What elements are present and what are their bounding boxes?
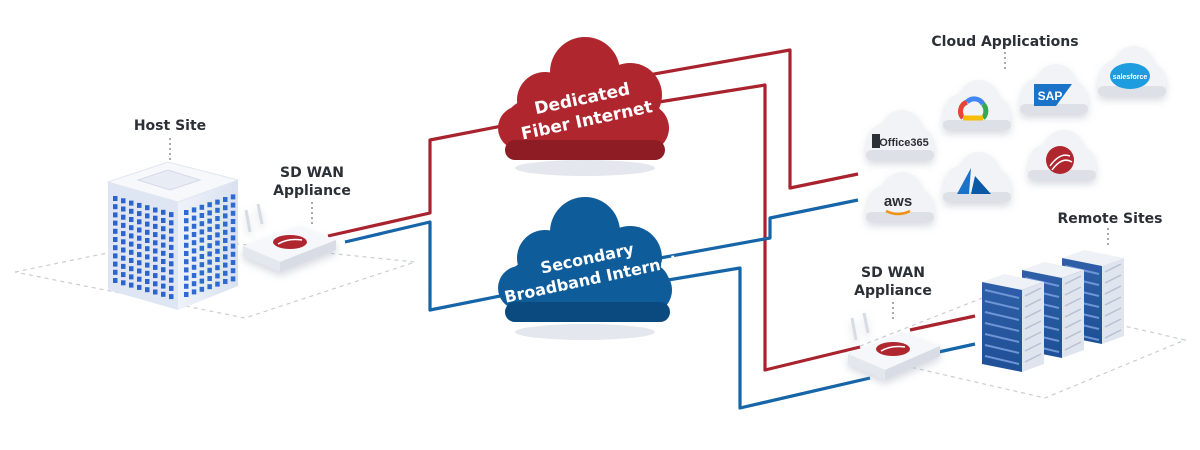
cloud-applications-label: Cloud Applications (931, 34, 1079, 50)
fiber-link-cloud-to-remote (639, 83, 861, 372)
office365-app-cloud: Office365 (866, 110, 934, 160)
salesforce-text: salesforce (1113, 74, 1148, 81)
sd-wan-left-label: SD WAN Appliance (262, 164, 362, 200)
sd-wan-left-line2: Appliance (273, 183, 351, 199)
sd-wan-right-line2: Appliance (854, 283, 932, 299)
host-site-building (106, 161, 240, 310)
remote-site-servers (982, 250, 1124, 372)
gcp-icon (958, 96, 989, 121)
broadband-links (344, 198, 976, 410)
salesforce-icon: salesforce (1110, 63, 1150, 89)
azure-icon (957, 168, 991, 194)
remote-site-platform (842, 294, 1187, 399)
aws-app-cloud: aws (866, 172, 934, 222)
office365-icon: Office365 (872, 134, 929, 149)
sap-app-cloud: SAP (1020, 64, 1088, 114)
broadband-link-cloud-to-remote (649, 266, 871, 410)
leader-lines (169, 52, 1109, 322)
aws-icon: aws (884, 193, 912, 216)
azure-app-cloud (943, 152, 1011, 202)
broadband-link-host-to-cloud (344, 220, 521, 312)
sd-wan-left-line1: SD WAN (280, 165, 344, 181)
aws-text: aws (884, 193, 912, 210)
secondary-broadband-cloud: Secondary Broadband Internet (498, 197, 681, 340)
fiber-link-host-to-cloud (327, 116, 544, 238)
salesforce-app-cloud: salesforce (1098, 46, 1166, 96)
server-rack (982, 274, 1044, 372)
google-cloud-app-cloud (943, 80, 1011, 130)
dedicated-fiber-cloud: Dedicated Fiber Internet (498, 37, 669, 176)
fiber-link-cloud-to-apps (619, 48, 859, 190)
sd-wan-appliance-right (848, 312, 940, 380)
cloud-applications-group: Office365 SAP salesforce aws (866, 46, 1166, 222)
sap-text: SAP (1038, 89, 1063, 103)
mitel-app-cloud (1028, 130, 1096, 180)
broadband-link-cloud-to-apps (659, 198, 859, 260)
office365-text: Office365 (879, 137, 929, 149)
sd-wan-appliance-left (243, 203, 336, 272)
fiber-link-remote-appliance (909, 314, 976, 332)
host-site-label: Host Site (133, 118, 207, 134)
sd-wan-right-label: SD WAN Appliance (843, 264, 943, 300)
sap-icon: SAP (1034, 84, 1072, 106)
mitel-icon (1046, 146, 1074, 174)
sd-wan-right-line1: SD WAN (861, 265, 925, 281)
fiber-links (327, 48, 976, 372)
remote-sites-label: Remote Sites (1057, 211, 1163, 227)
